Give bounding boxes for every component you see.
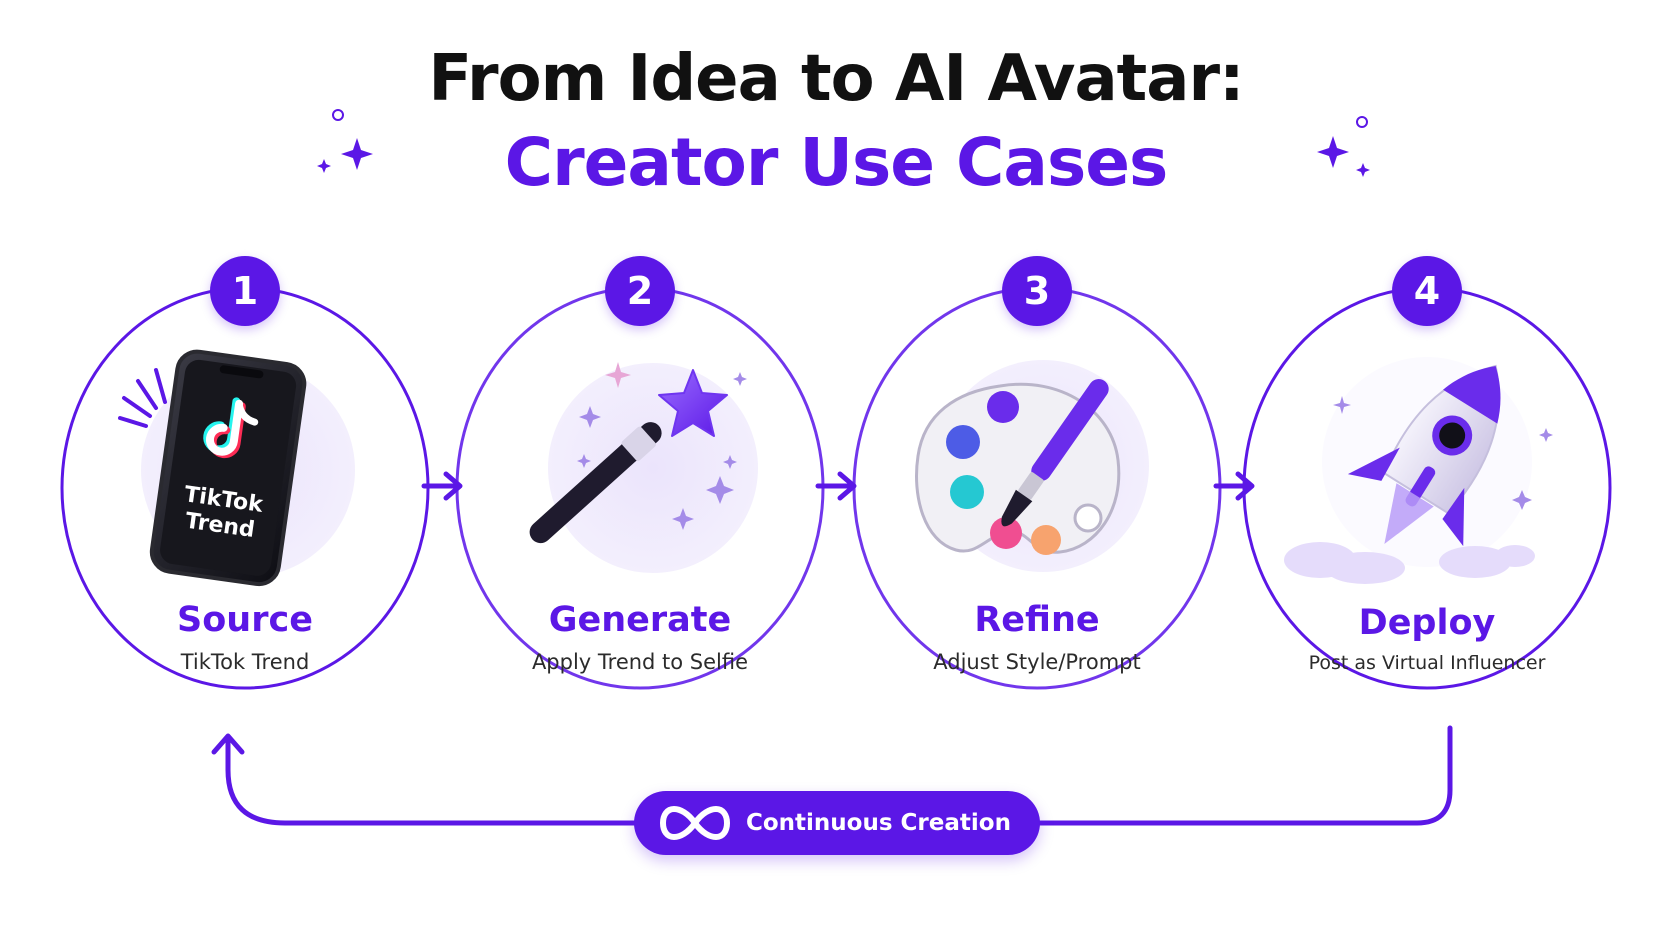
step-2-number-badge: 2	[605, 256, 675, 326]
page-title: From Idea to AI Avatar:	[428, 42, 1244, 116]
tiktok-phone-icon: TikTok Trend	[118, 349, 355, 587]
sparkle-icon	[317, 109, 373, 173]
continuous-creation-badge: Continuous Creation	[634, 791, 1040, 855]
step-1-title: Source	[177, 600, 313, 640]
continuous-creation-label: Continuous Creation	[746, 810, 1011, 836]
step-2-subtitle: Apply Trend to Selfie	[531, 650, 749, 674]
step-3-title: Refine	[974, 600, 1100, 640]
arrow-1-to-2	[421, 471, 463, 501]
arrow-2-to-3	[815, 471, 857, 501]
step-3-subtitle: Adjust Style/Prompt	[933, 650, 1141, 674]
step-2-title: Generate	[548, 600, 732, 640]
magic-wand-icon	[529, 362, 758, 573]
paint-palette-icon	[915, 360, 1149, 572]
step-4-number-badge: 4	[1392, 256, 1462, 326]
step-1-number-badge: 1	[210, 256, 280, 326]
step-1-subtitle: TikTok Trend	[180, 650, 310, 674]
loop-connector	[211, 725, 1453, 826]
sparkle-icon	[1317, 116, 1370, 177]
page-subtitle: Creator Use Cases	[504, 124, 1169, 201]
step-4-subtitle: Post as Virtual Influencer	[1308, 652, 1546, 674]
step-4-title: Deploy	[1358, 603, 1496, 643]
rocket-icon	[1284, 357, 1553, 584]
arrow-3-to-4	[1213, 471, 1255, 501]
step-3-number-badge: 3	[1002, 256, 1072, 326]
infinity-icon	[660, 805, 730, 841]
